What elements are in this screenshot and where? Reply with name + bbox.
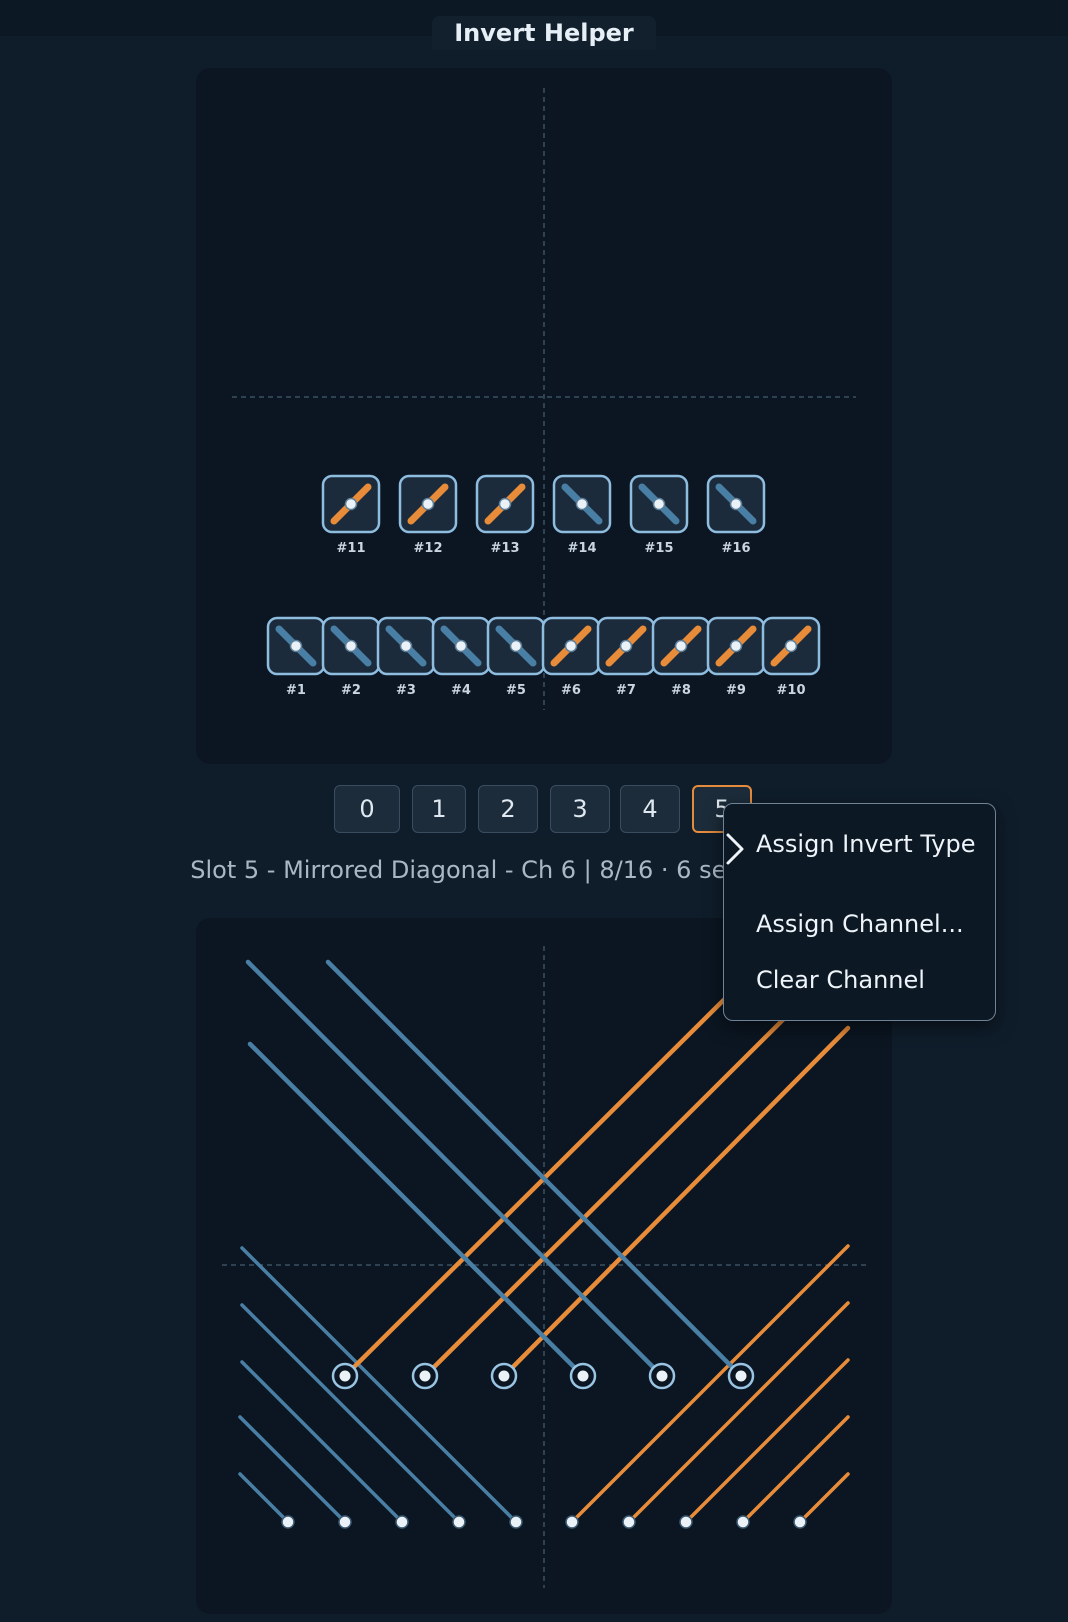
beam-point-upper-6 bbox=[735, 1370, 747, 1382]
beam-point-upper-1 bbox=[339, 1370, 351, 1382]
beam-point-lower-9[interactable] bbox=[736, 1515, 750, 1529]
beam-point-lower-2[interactable] bbox=[338, 1515, 352, 1529]
fixture-center-dot bbox=[564, 639, 578, 653]
beam-line-upper-6 bbox=[325, 959, 744, 1379]
fixture-upper-2[interactable]: #12 bbox=[398, 474, 458, 556]
fixture-center-dot bbox=[421, 497, 435, 511]
fixture-label: #9 bbox=[726, 683, 746, 698]
beam-point-lower-8[interactable] bbox=[679, 1515, 693, 1529]
fixture-lower-10[interactable]: #10 bbox=[761, 616, 821, 698]
fixture-label: #2 bbox=[341, 683, 361, 698]
fixture-label: #4 bbox=[451, 683, 471, 698]
fixture-upper-5[interactable]: #15 bbox=[629, 474, 689, 556]
beam-point-upper-2 bbox=[419, 1370, 431, 1382]
fixture-layout-canvas[interactable]: #11 #12 #13 #14 #15 #16 #1 #2 #3 #4 #5 #6 #7 #8 #9 #10 bbox=[196, 68, 892, 764]
fixture-center-dot bbox=[498, 497, 512, 511]
fixture-center-dot bbox=[674, 639, 688, 653]
fixture-lower-4[interactable]: #4 bbox=[431, 616, 491, 698]
beam-line-lower-3 bbox=[240, 1360, 404, 1524]
fixture-center-dot bbox=[399, 639, 413, 653]
beam-point-lower-7[interactable] bbox=[622, 1515, 636, 1529]
fixture-upper-1[interactable]: #11 bbox=[321, 474, 381, 556]
fixture-lower-1[interactable]: #1 bbox=[266, 616, 326, 698]
beam-point-lower-6[interactable] bbox=[565, 1515, 579, 1529]
beam-line-lower-6 bbox=[570, 1244, 850, 1524]
fixture-label: #12 bbox=[414, 541, 443, 556]
fixture-label: #7 bbox=[616, 683, 636, 698]
fixture-center-dot bbox=[344, 639, 358, 653]
fixture-center-dot bbox=[729, 639, 743, 653]
slot-button-0[interactable]: 0 bbox=[334, 785, 400, 833]
fixture-lower-8[interactable]: #8 bbox=[651, 616, 711, 698]
beam-point-upper-3 bbox=[498, 1370, 510, 1382]
fixture-label: #11 bbox=[337, 541, 366, 556]
beam-line-lower-4 bbox=[240, 1303, 461, 1524]
fixture-lower-2[interactable]: #2 bbox=[321, 616, 381, 698]
fixture-center-dot bbox=[729, 497, 743, 511]
slot-button-2[interactable]: 2 bbox=[478, 785, 538, 833]
beam-preview-panel[interactable] bbox=[196, 918, 892, 1614]
menu-item-assign-invert-type[interactable]: Assign Invert Type bbox=[756, 830, 976, 858]
fixture-layout-panel[interactable]: #11 #12 #13 #14 #15 #16 #1 #2 #3 #4 #5 #6 #7 #8 #9 #10 bbox=[196, 68, 892, 764]
beam-line-lower-8 bbox=[684, 1358, 850, 1524]
fixture-center-dot bbox=[344, 497, 358, 511]
beam-point-lower-4[interactable] bbox=[452, 1515, 466, 1529]
fixture-center-dot bbox=[652, 497, 666, 511]
fixture-label: #6 bbox=[561, 683, 581, 698]
beam-point-upper-5 bbox=[656, 1370, 668, 1382]
fixture-center-dot bbox=[619, 639, 633, 653]
fixture-label: #10 bbox=[777, 683, 806, 698]
beam-line-upper-5 bbox=[245, 959, 665, 1379]
beam-point-lower-10[interactable] bbox=[793, 1515, 807, 1529]
beam-point-lower-5[interactable] bbox=[509, 1515, 523, 1529]
fixture-center-dot bbox=[454, 639, 468, 653]
fixture-label: #5 bbox=[506, 683, 526, 698]
context-menu: Assign Invert Type Assign Channel... Cle… bbox=[723, 803, 996, 1021]
beam-line-upper-1 bbox=[342, 955, 769, 1379]
fixture-label: #1 bbox=[286, 683, 306, 698]
beam-line-lower-7 bbox=[627, 1301, 850, 1524]
beam-point-lower-3[interactable] bbox=[395, 1515, 409, 1529]
beam-preview-canvas[interactable] bbox=[196, 918, 892, 1614]
fixture-label: #13 bbox=[491, 541, 520, 556]
fixture-center-dot bbox=[509, 639, 523, 653]
slot-button-3[interactable]: 3 bbox=[550, 785, 610, 833]
beam-line-lower-2 bbox=[238, 1415, 347, 1524]
beam-line-lower-9 bbox=[741, 1415, 850, 1524]
beam-point-lower-1[interactable] bbox=[281, 1515, 295, 1529]
fixture-upper-6[interactable]: #16 bbox=[706, 474, 766, 556]
fixture-lower-3[interactable]: #3 bbox=[376, 616, 436, 698]
beam-line-upper-4 bbox=[247, 1041, 586, 1379]
window-title: Invert Helper bbox=[432, 16, 656, 50]
menu-item-clear-channel[interactable]: Clear Channel bbox=[756, 966, 925, 994]
fixture-label: #3 bbox=[396, 683, 416, 698]
menu-item-assign-channel[interactable]: Assign Channel... bbox=[756, 910, 964, 938]
beam-line-upper-2 bbox=[422, 959, 844, 1379]
beam-line-lower-10 bbox=[798, 1472, 850, 1524]
fixture-upper-3[interactable]: #13 bbox=[475, 474, 535, 556]
fixture-center-dot bbox=[784, 639, 798, 653]
fixture-label: #15 bbox=[645, 541, 674, 556]
fixture-lower-5[interactable]: #5 bbox=[486, 616, 546, 698]
fixture-upper-4[interactable]: #14 bbox=[552, 474, 612, 556]
beam-line-upper-3 bbox=[501, 1025, 851, 1379]
fixture-center-dot bbox=[575, 497, 589, 511]
fixture-lower-7[interactable]: #7 bbox=[596, 616, 656, 698]
fixture-center-dot bbox=[289, 639, 303, 653]
chevron-right-icon bbox=[726, 833, 744, 865]
fixture-label: #14 bbox=[568, 541, 597, 556]
fixture-lower-9[interactable]: #9 bbox=[706, 616, 766, 698]
beam-point-upper-4 bbox=[577, 1370, 589, 1382]
beam-line-lower-1 bbox=[238, 1472, 290, 1524]
fixture-lower-6[interactable]: #6 bbox=[541, 616, 601, 698]
slot-button-1[interactable]: 1 bbox=[412, 785, 466, 833]
slot-button-5[interactable]: 5 bbox=[692, 785, 752, 833]
slot-button-4[interactable]: 4 bbox=[620, 785, 680, 833]
fixture-label: #16 bbox=[722, 541, 751, 556]
beam-line-lower-5 bbox=[240, 1246, 518, 1524]
fixture-label: #8 bbox=[671, 683, 691, 698]
